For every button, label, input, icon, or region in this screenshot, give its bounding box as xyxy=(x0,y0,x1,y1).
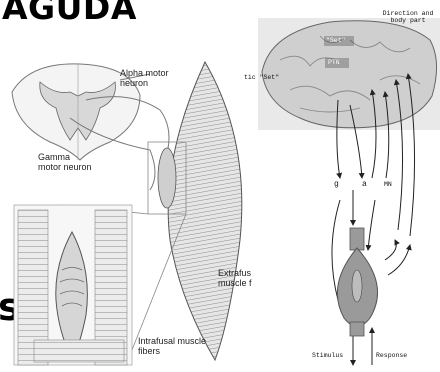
mn-label: MN xyxy=(384,181,392,188)
ptn-label: PTN xyxy=(328,59,340,66)
set-label-left: tic "Set" xyxy=(244,74,279,81)
direction-body-part-label: Direction and body part xyxy=(376,10,440,24)
set-label-top: "Set" xyxy=(326,37,346,44)
muscle-diagram xyxy=(337,228,377,336)
alpha-a-label: a xyxy=(362,181,367,188)
gamma-g-label: g xyxy=(334,181,339,188)
stimulus-label: Stimulus xyxy=(312,352,343,359)
response-label: Response xyxy=(376,352,407,359)
